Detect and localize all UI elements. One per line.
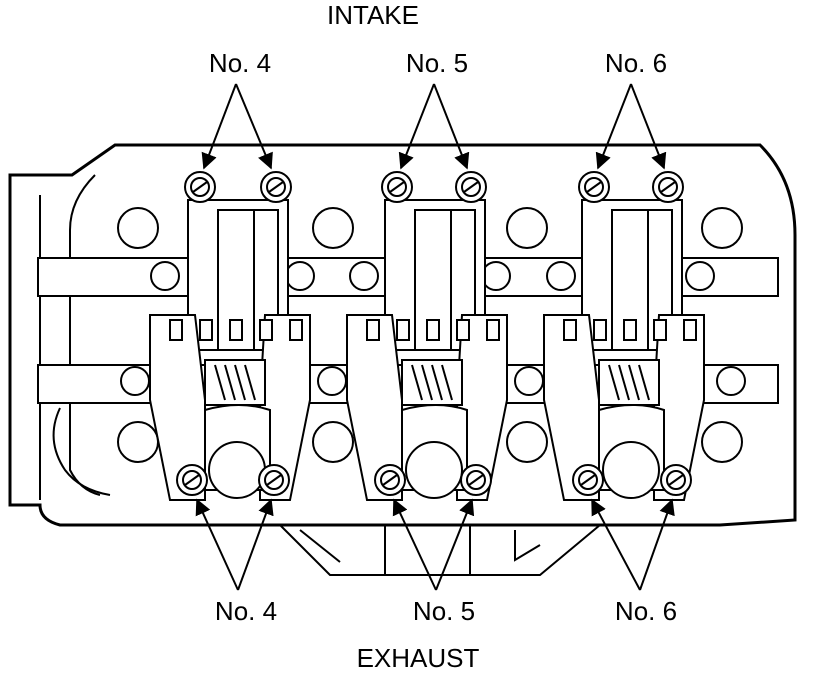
bolt-icon (460, 464, 492, 496)
exhaust-title: EXHAUST (357, 643, 480, 673)
bolt-icon (184, 171, 216, 203)
bolt-icon (578, 171, 610, 203)
port-holes (117, 207, 746, 463)
bolt-icon (381, 171, 413, 203)
bolt-icon (258, 464, 290, 496)
bolt-icon (176, 464, 208, 496)
exhaust-bolts (176, 464, 692, 496)
bolt-icon (660, 464, 692, 496)
bolt-icon (572, 464, 604, 496)
bolt-icon (455, 171, 487, 203)
intake-label-no6: No. 6 (605, 48, 667, 78)
rocker-assembly-no5 (346, 199, 508, 501)
rocker-assembly-no4 (149, 199, 311, 501)
bolt-icon (374, 464, 406, 496)
exhaust-label-no5: No. 5 (413, 596, 475, 626)
bolt-icon (260, 171, 292, 203)
exhaust-arrows (195, 498, 675, 591)
intake-label-no5: No. 5 (406, 48, 468, 78)
bolt-icon (652, 171, 684, 203)
cylinder-head-outline (8, 143, 797, 576)
intake-arrows (201, 83, 667, 170)
intake-bolts (184, 171, 684, 203)
exhaust-label-no4: No. 4 (215, 596, 277, 626)
exhaust-label-no6: No. 6 (615, 596, 677, 626)
intake-label-no4: No. 4 (209, 48, 271, 78)
rocker-assembly-no6 (543, 199, 705, 501)
intake-title: INTAKE (327, 0, 419, 30)
